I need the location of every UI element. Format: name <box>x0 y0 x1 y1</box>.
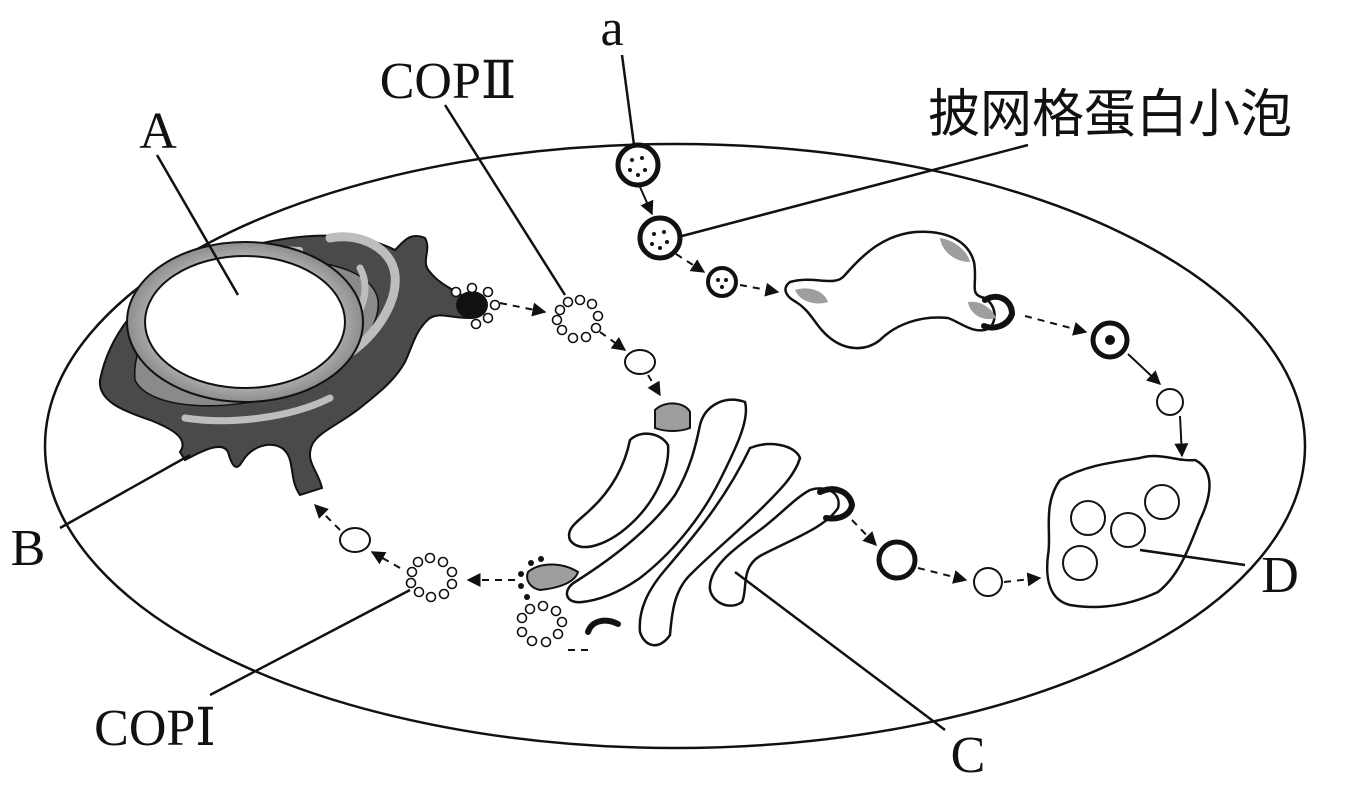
golgi-export-vesicles <box>876 539 1003 597</box>
label-a: a <box>600 0 623 57</box>
cop1-vesicle <box>339 527 568 648</box>
transport-arrows <box>314 186 1189 651</box>
nucleus <box>126 241 364 403</box>
label-cop2: COPⅡ <box>380 53 517 110</box>
cop2-vesicle <box>551 294 656 375</box>
er-budding-vesicle <box>450 282 501 330</box>
endosome <box>784 230 1016 350</box>
label-D: D <box>1261 547 1299 604</box>
leader-lines <box>59 54 1246 731</box>
label-cop1: COPⅠ <box>94 700 216 757</box>
golgi-apparatus <box>518 398 856 647</box>
label-A: A <box>139 103 177 160</box>
lysosome-d <box>1046 454 1211 609</box>
label-C: C <box>951 727 986 784</box>
label-clathrin-vesicle: 披网格蛋白小泡 <box>928 85 1292 145</box>
clathrin-vesicles <box>615 142 1184 416</box>
label-B: B <box>11 520 46 577</box>
